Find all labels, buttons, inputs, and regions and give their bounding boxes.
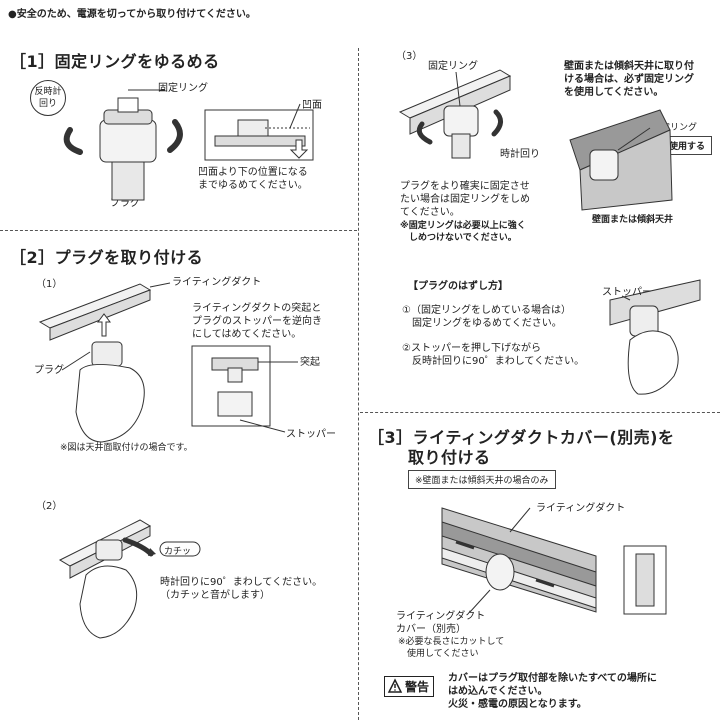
stopper-label: ストッパー bbox=[286, 429, 336, 440]
cover-title-2: 取り付ける bbox=[408, 448, 491, 467]
cw-label: 時計回り bbox=[500, 149, 540, 160]
warning-badge-label: 警告 bbox=[405, 680, 430, 694]
warning-text: カバーはプラグ取付部を除いたすべての場所に はめ込んでください。 火災・感電の原… bbox=[448, 673, 657, 710]
safety-notice: ●安全のため、電源を切ってから取り付けてください。 bbox=[8, 9, 256, 20]
fixing-ring-label-4: 固定リング bbox=[652, 123, 698, 133]
fixing-ring-label-3: 固定リング bbox=[428, 61, 478, 72]
cover-title-1: ［3］ライティングダクトカバー(別売)を bbox=[368, 428, 675, 447]
duct-label-cover: ライティングダクト bbox=[536, 503, 626, 514]
step2-sub2: （2） bbox=[36, 501, 63, 512]
remove-step1: ①（固定リングをしめている場合は） 固定リングをゆるめてください。 bbox=[402, 305, 571, 329]
step3-illustration bbox=[398, 69, 701, 395]
cut-note: ※必要な長さにカットして 使用してください bbox=[398, 637, 505, 659]
recess-label: 凹面 bbox=[302, 100, 322, 111]
section-divider-right bbox=[360, 412, 720, 413]
warning-badge: 警告 bbox=[384, 676, 435, 697]
plug-label-2: プラグ bbox=[34, 365, 64, 376]
ccw-label: 反時計 回り bbox=[34, 87, 62, 109]
section-divider-left bbox=[0, 230, 357, 231]
ccw-badge: 反時計 回り bbox=[30, 80, 66, 116]
align-note: ライティングダクトの突起と プラグのストッパーを逆向き にしてはめてください。 bbox=[192, 303, 322, 340]
step2-2-illustration bbox=[58, 519, 201, 639]
wall-label: 壁面または傾斜天井 bbox=[592, 215, 674, 225]
ceiling-note: ※図は天井面取付けの場合です。 bbox=[60, 443, 193, 453]
loosen-note: 凹面より下の位置になる までゆるめてください。 bbox=[198, 167, 308, 191]
wall-note: 壁面または傾斜天井に取り付 ける場合は、必ず固定リング を使用してください。 bbox=[564, 61, 694, 98]
rotate-note: 時計回りに90゜まわしてください。 （カチッと音がします） bbox=[160, 577, 323, 601]
click-label: カチッ bbox=[164, 547, 192, 557]
cover-illustration bbox=[441, 507, 667, 615]
stopper-label-2: ストッパー bbox=[602, 287, 652, 298]
step1-illustration bbox=[63, 89, 314, 201]
fixing-ring-label: 固定リング bbox=[158, 83, 208, 94]
caution-note: ※固定リングは必要以上に強く しめつけないでください。 bbox=[400, 221, 526, 243]
plug-label: プラグ bbox=[110, 198, 140, 209]
cover-note: ※壁面または傾斜天井の場合のみ bbox=[408, 470, 556, 489]
warning-icon bbox=[387, 678, 403, 693]
step2-sub3: （3） bbox=[396, 51, 423, 62]
step2-1-illustration bbox=[38, 282, 298, 443]
secure-note: プラグをより確実に固定させ たい場合は固定リングをしめ てください。 bbox=[400, 181, 530, 218]
cover-label: ライティングダクト カバー（別売） bbox=[396, 611, 486, 635]
step2-title: ［2］プラグを取り付ける bbox=[10, 248, 204, 267]
column-divider bbox=[358, 48, 359, 720]
remove-step2: ②ストッパーを押し下げながら 反時計回りに90゜まわしてください。 bbox=[402, 343, 585, 367]
protrusion-label: 突起 bbox=[300, 357, 320, 368]
duct-label-2: ライティングダクト bbox=[172, 277, 262, 288]
remove-title: 【プラグのはずし方】 bbox=[408, 281, 508, 292]
step2-sub1: （1） bbox=[36, 279, 63, 290]
step1-title: ［1］固定リングをゆるめる bbox=[10, 52, 220, 71]
